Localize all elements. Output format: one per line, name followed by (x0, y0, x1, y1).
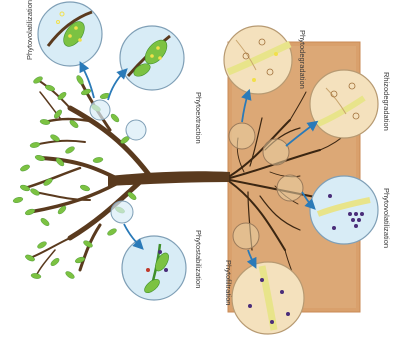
label-phytofiltration: Phytofiltration (224, 260, 233, 305)
label-phytoextraction: Phytoextraction (194, 92, 203, 144)
label-phytovolatilization-bottom: Phytovolatilization (382, 188, 391, 248)
label-phytostabilization: Phytostabilization (194, 230, 203, 288)
inset-phytofiltration (232, 262, 304, 334)
inset-rhizodegradation (310, 70, 378, 138)
label-rhizodegradation: Rhizodegradation (382, 72, 391, 131)
label-phytovolatilization-top: Phytovolatilization (25, 0, 34, 60)
inset-phytoextraction (120, 26, 184, 90)
inset-phytovolatilization-top (38, 2, 102, 66)
inset-phytodegradation (224, 26, 292, 94)
label-phytodegradation: Phytodegradation (298, 30, 307, 89)
tree-trunk (108, 171, 230, 186)
arrow-to-phytoextraction (108, 72, 124, 100)
arrow-to-phytostabilization (124, 224, 140, 246)
inset-phytostabilization (122, 236, 186, 300)
inset-phytovolatilization-bottom (310, 176, 378, 244)
